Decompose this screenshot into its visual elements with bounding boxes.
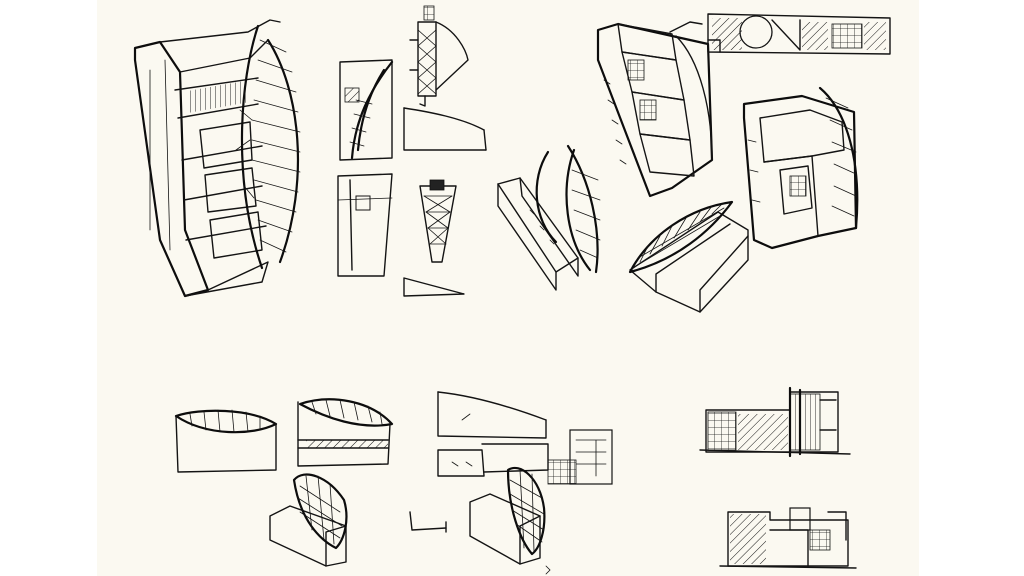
sketch-lens-axon-lower xyxy=(269,473,348,567)
sketch-small-bracket xyxy=(409,511,447,533)
sketch-tapered-column xyxy=(419,179,457,263)
sketch-section-curve xyxy=(339,59,394,161)
sketch-elevation-hatched-upper xyxy=(699,386,851,458)
sketch-lens-on-wall xyxy=(297,398,394,467)
sketch-tower-lattice xyxy=(409,5,469,107)
sketch-plan-curve xyxy=(437,391,613,485)
sketch-elevation-wedge xyxy=(337,173,393,277)
sketch-axon-fins xyxy=(497,144,601,291)
sketch-lens-elevation xyxy=(174,409,278,473)
sketch-curved-roof-section xyxy=(403,107,487,151)
sketch-tall-axonometric xyxy=(133,19,301,298)
sketch-small-wedge xyxy=(403,277,465,297)
sketch-axon-courtyard xyxy=(742,86,859,250)
sketch-elevation-hatched-lower xyxy=(719,507,857,569)
sketch-lens-axon-middle xyxy=(469,467,551,575)
sketch-lens-roof-block xyxy=(628,200,749,313)
sketch-axon-right-tall xyxy=(596,21,714,198)
sketch-hatched-elevation-strip xyxy=(707,13,891,55)
